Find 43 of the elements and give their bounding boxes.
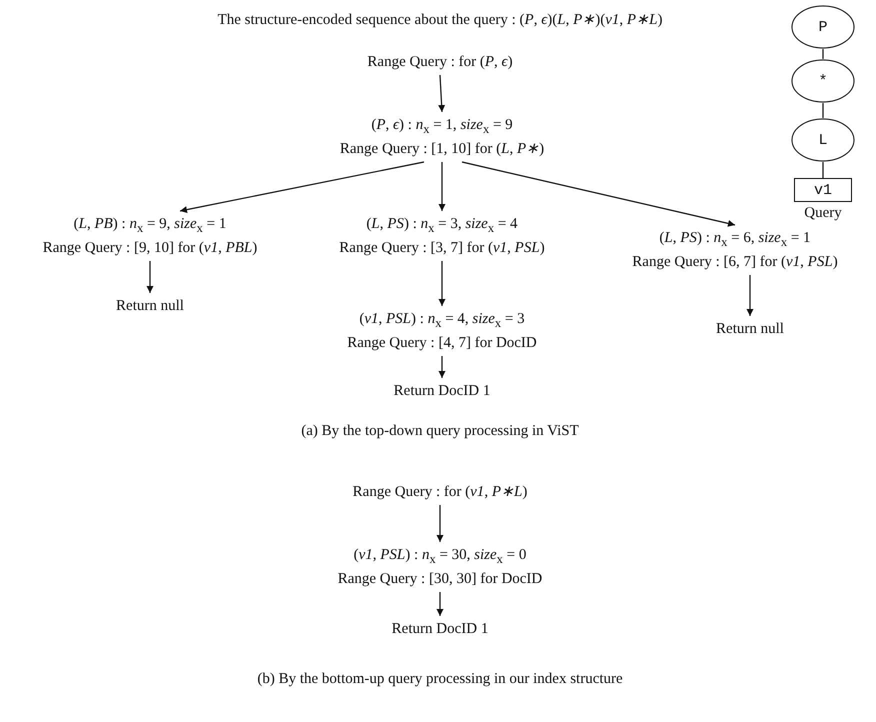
arrow [180,161,424,214]
node-label: P [818,18,828,36]
arrow [146,261,154,293]
step-text: Return null [116,297,184,316]
step-text: Return null [716,320,784,339]
step-text: Range Query : [9, 10] for (v1, PBL) [42,239,258,258]
arrow [746,275,754,316]
step-text: (P, ϵ) : n$_{x}$ = 1, size$_{x}$ = 9 [370,116,514,138]
arrow [462,161,736,227]
arrow [436,592,444,616]
leaf-node-box [794,178,852,202]
tree-link [822,162,824,178]
arrow [438,261,446,306]
figure-caption: (b) By the bottom-up query processing in our index structure [257,670,623,689]
step-text: Return DocID 1 [392,620,488,639]
node-label: v1 [814,182,832,198]
arrow [436,505,444,542]
tree-node-ellipse [791,5,855,49]
step-text: Range Query : for (v1, P∗L) [352,483,528,502]
step-text: (v1, PSL) : n$_{x}$ = 30, size$_{x}$ = 0 [352,546,528,568]
arrow [438,74,446,112]
arrow [438,356,446,378]
step-text: Range Query : [30, 30] for DocID [338,570,542,589]
step-text: (L, PB) : n$_{x}$ = 9, size$_{x}$ = 1 [72,215,228,237]
step-text: Return DocID 1 [394,382,490,401]
figure-caption: (a) By the top-down query processing in ViST [301,422,579,441]
step-text: (L, PS) : n$_{x}$ = 6, size$_{x}$ = 1 [658,229,812,251]
tree-link [822,49,824,59]
step-text: Range Query : [3, 7] for (v1, PSL) [339,239,545,258]
tree-link [822,103,824,118]
node-label: L [818,132,828,148]
node-caption: Query [804,204,842,223]
step-text: Range Query : [4, 7] for DocID [347,334,537,353]
tree-node-ellipse [791,59,855,103]
tree-node-ellipse [791,118,855,162]
step-text: (L, PS) : n$_{x}$ = 3, size$_{x}$ = 4 [365,215,519,237]
sequence-text: The structure-encoded sequence about the query : (P, ϵ)(L, P∗)(v1, P∗L) [218,11,662,30]
step-text: (v1, PSL) : n$_{x}$ = 4, size$_{x}$ = 3 [358,310,526,332]
arrow [438,162,446,211]
step-text: Range Query : [1, 10] for (L, P∗) [340,140,544,159]
step-text: Range Query : for (P, ϵ) [367,53,513,72]
step-text: Range Query : [6, 7] for (v1, PSL) [632,253,838,272]
node-label: * [818,72,828,90]
